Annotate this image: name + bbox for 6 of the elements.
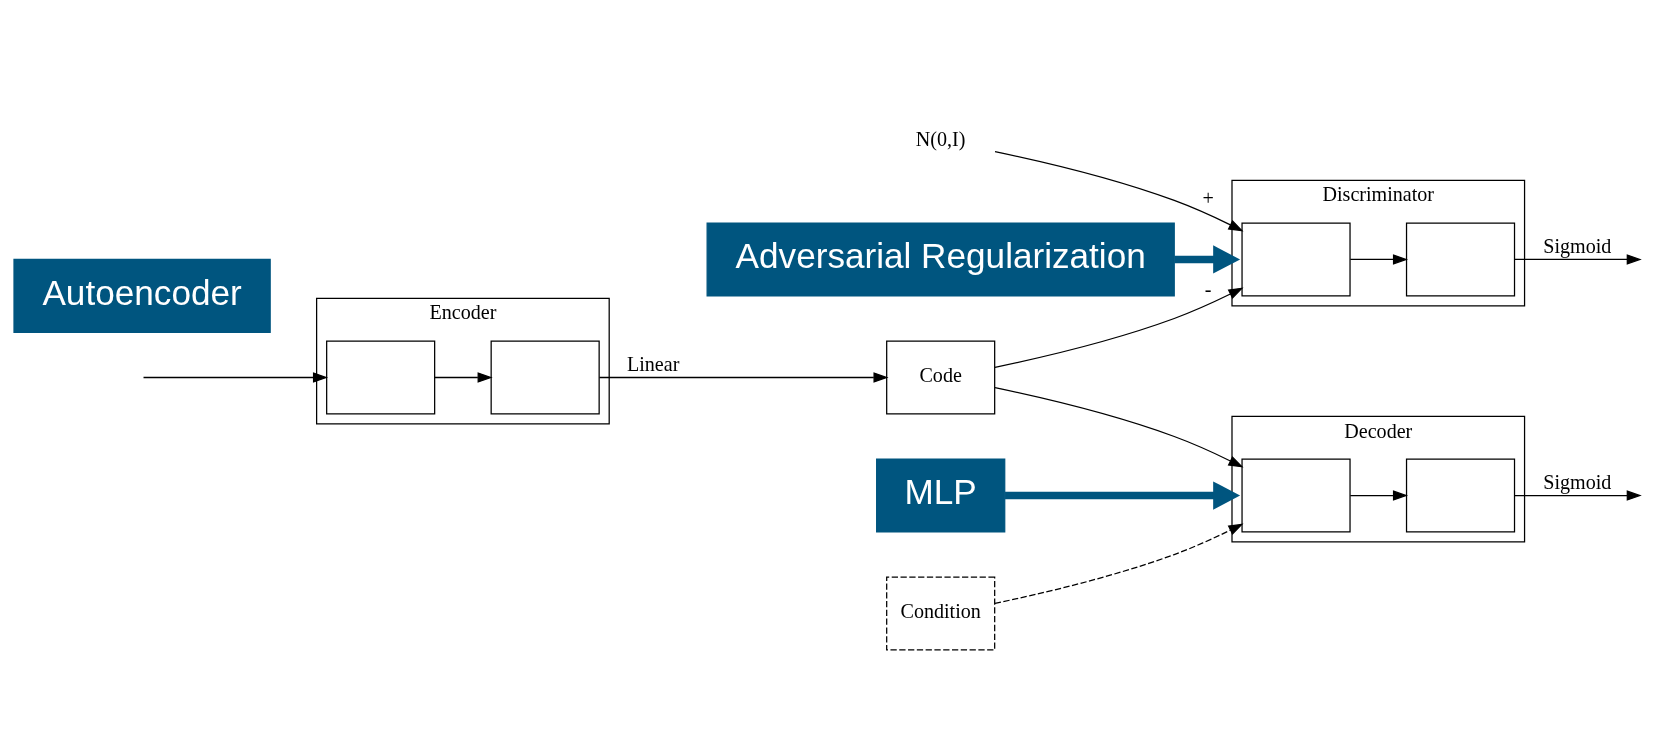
edge-label: Linear <box>626 352 680 375</box>
edge-label: - <box>1204 277 1212 300</box>
edge-label: Sigmoid <box>1543 234 1612 257</box>
edge-label: Sigmoid <box>1543 470 1612 493</box>
node-text: N(0,I) <box>915 127 966 150</box>
edge-label: + <box>1202 186 1214 209</box>
